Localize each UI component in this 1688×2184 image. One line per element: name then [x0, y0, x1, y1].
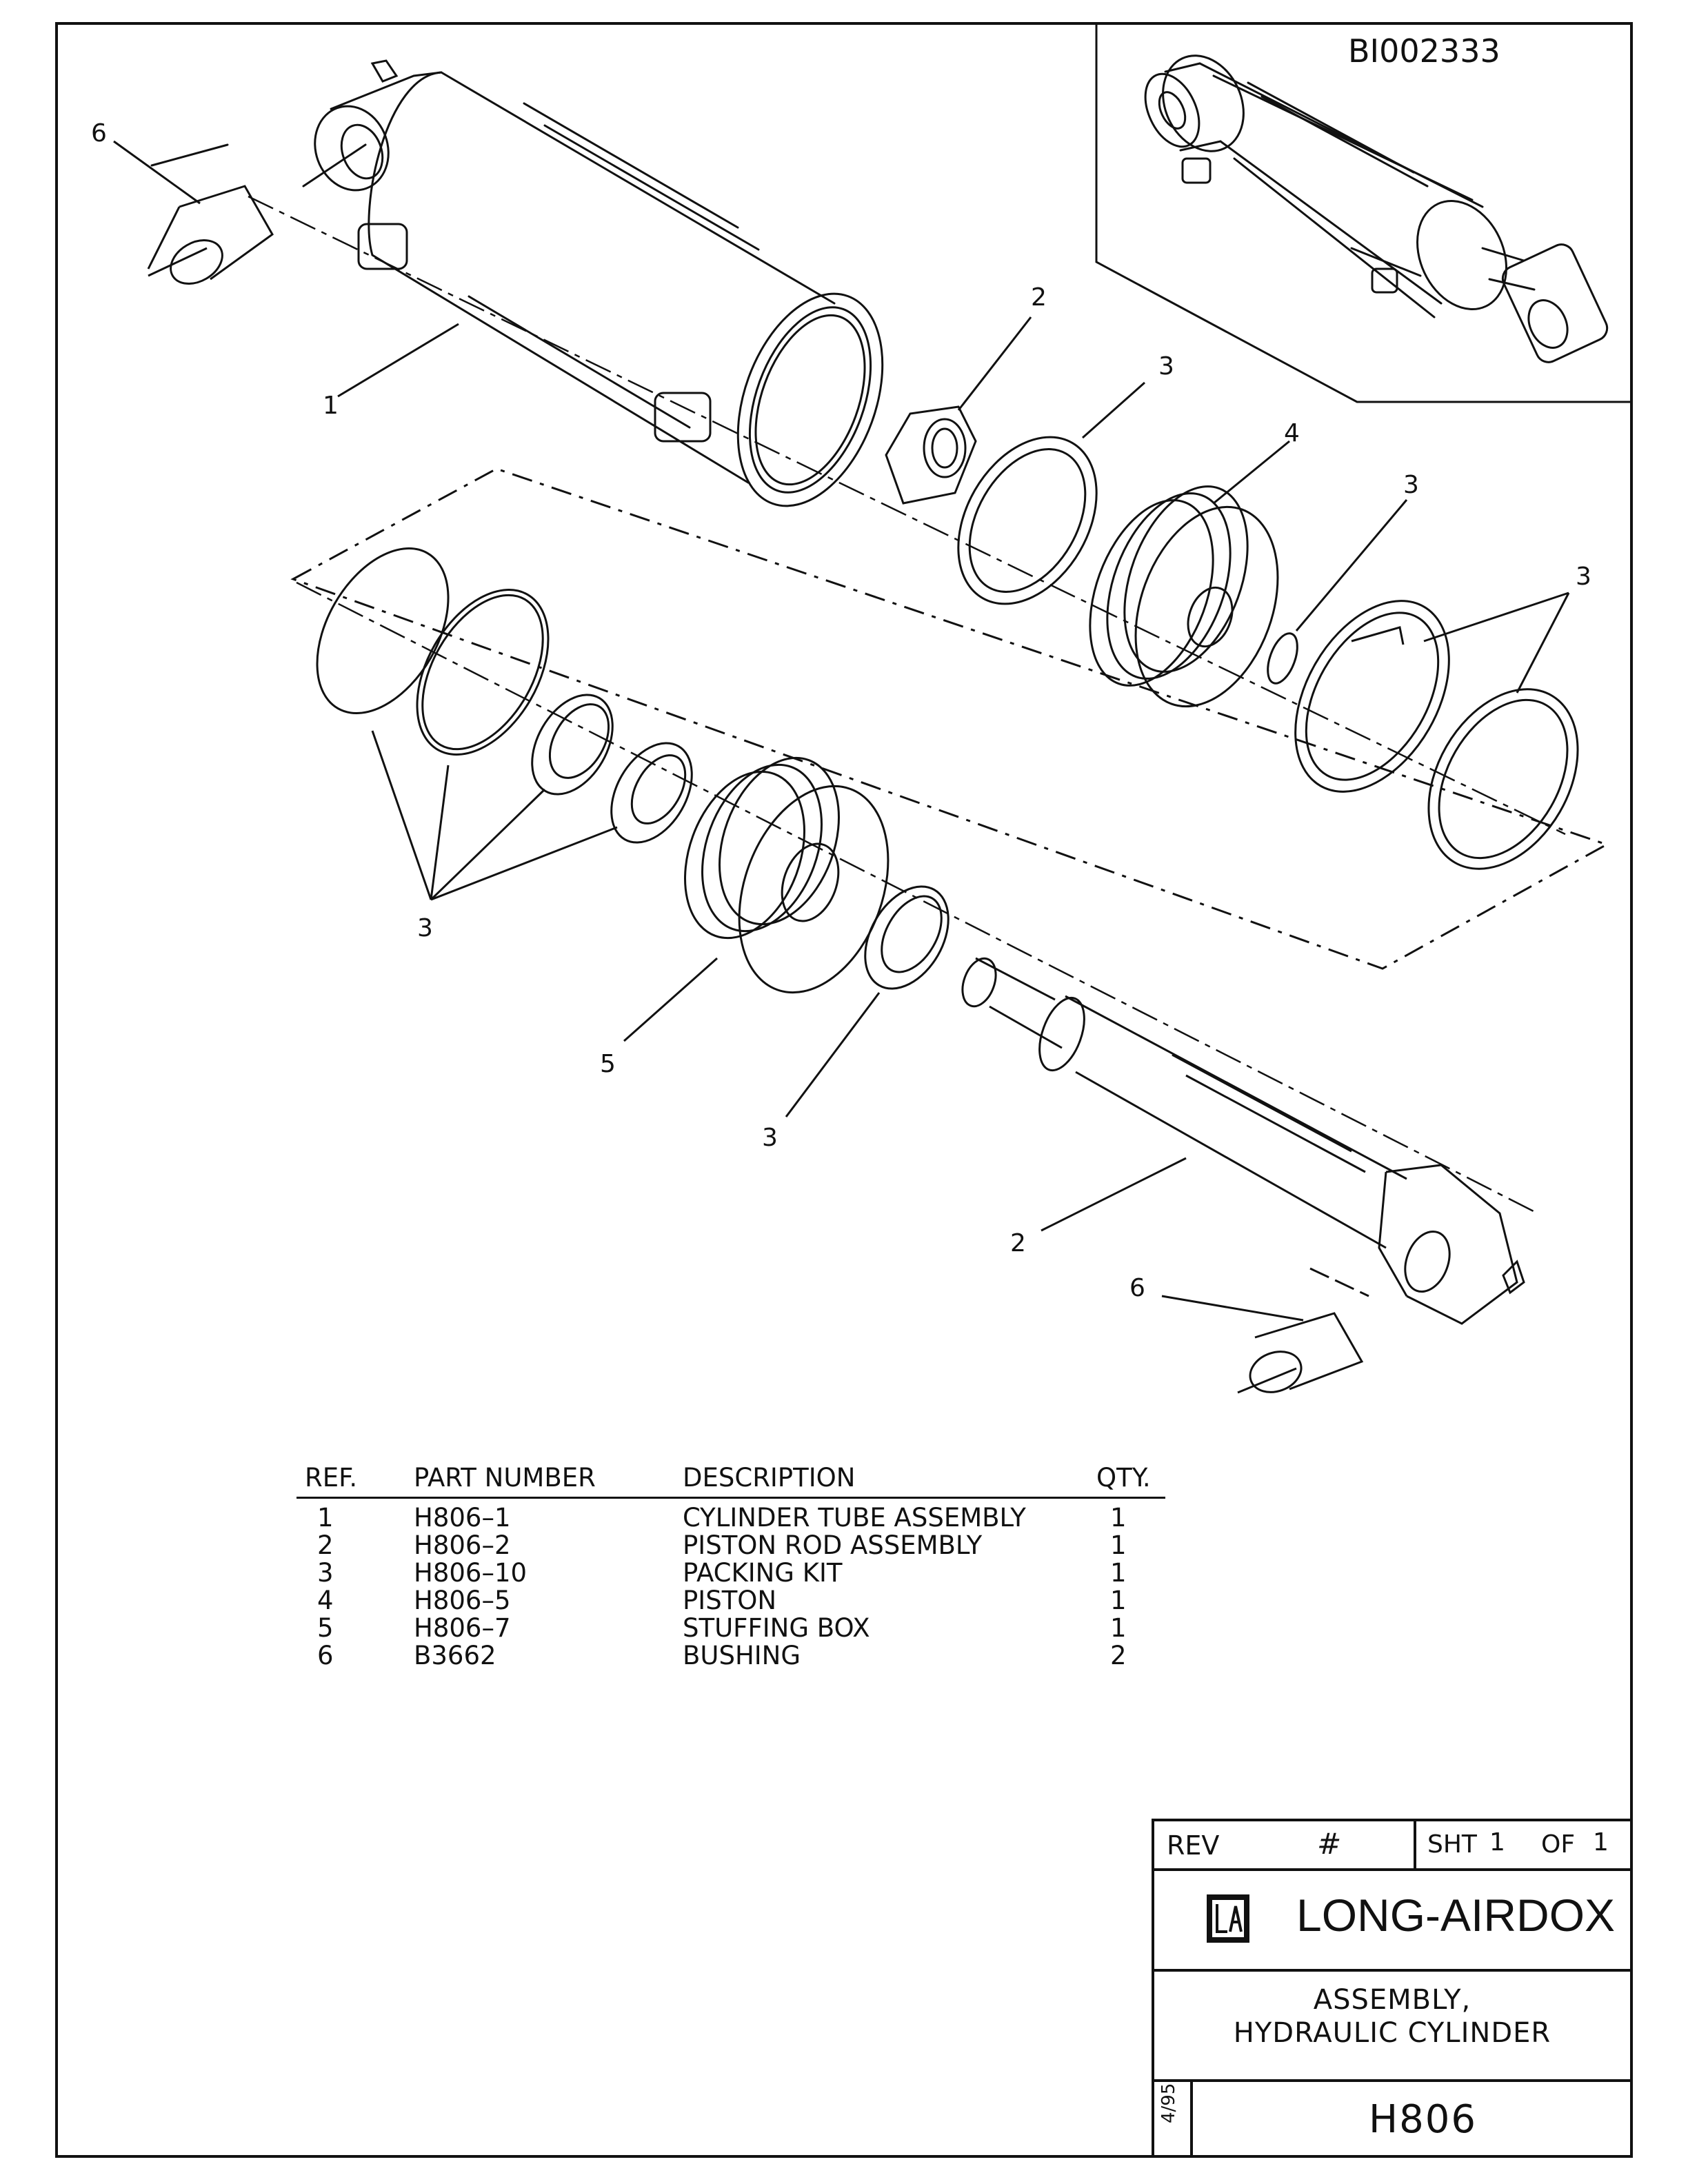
callout-1: 1 [323, 392, 339, 420]
row-qty: 2 [1110, 1641, 1127, 1670]
header-qty: QTY. [1096, 1463, 1151, 1493]
title-block [1152, 1819, 1633, 2158]
drawing-id: BI002333 [1348, 32, 1500, 70]
centerlines [248, 195, 1566, 1215]
piston-illustration [1089, 485, 1279, 708]
sheet-number: 1 [1489, 1828, 1505, 1857]
row-part-number: H806–10 [414, 1558, 528, 1588]
row-description: STUFFING BOX [683, 1613, 870, 1643]
row-ref: 4 [317, 1586, 334, 1615]
callout-6-bottom: 6 [1129, 1274, 1146, 1302]
seal-disk-illustration [316, 547, 450, 714]
company-logo [1207, 1894, 1249, 1943]
row-description: PACKING KIT [683, 1558, 843, 1588]
row-ref: 6 [317, 1641, 334, 1670]
row-description: BUSHING [683, 1641, 801, 1670]
row-part-number: H806–5 [414, 1586, 511, 1615]
rev-value: # [1317, 1827, 1342, 1861]
nut-illustration [885, 405, 977, 505]
row-qty: 1 [1110, 1586, 1127, 1615]
callout-3-upper: 3 [1158, 352, 1175, 381]
drawing-number: H806 [1369, 2097, 1477, 2142]
table-row: 5 H806–7 STUFFING BOX 1 [297, 1615, 1165, 1642]
of-label: OF [1541, 1830, 1576, 1859]
bushing-bottom-illustration [1237, 1312, 1364, 1394]
leader-6-top [113, 140, 201, 205]
row-part-number: B3662 [414, 1641, 496, 1670]
leader-3-upper [1082, 381, 1145, 439]
leader-2-top [957, 316, 1032, 411]
table-row: 1 H806–1 CYLINDER TUBE ASSEMBLY 1 [297, 1504, 1165, 1532]
callout-2-top: 2 [1031, 283, 1047, 312]
callout-4: 4 [1284, 419, 1300, 447]
leader-3-left [371, 730, 618, 901]
o-ring-large-illustration [416, 589, 550, 756]
parts-list: REF. PART NUMBER DESCRIPTION QTY. 1 H806… [297, 1463, 1165, 1670]
sheet-label: SHT [1427, 1830, 1477, 1859]
rev-label: REV [1167, 1830, 1220, 1861]
row-ref: 2 [317, 1530, 334, 1560]
callout-6-top: 6 [91, 119, 108, 148]
o-ring-small-illustration [1267, 632, 1298, 685]
row-part-number: H806–7 [414, 1613, 511, 1643]
assembled-cylinder-illustration [1144, 54, 1609, 363]
table-row: 2 H806–2 PISTON ROD ASSEMBLY 1 [297, 1532, 1165, 1559]
revision-date: 4/95 [1158, 2083, 1179, 2123]
bushing-top-illustration [147, 185, 274, 285]
row-ref: 3 [317, 1558, 334, 1588]
row-qty: 1 [1110, 1558, 1127, 1588]
leader-5 [623, 957, 718, 1042]
sheet-total: 1 [1593, 1828, 1609, 1857]
rod-seal-illustration [610, 742, 693, 844]
row-description: PISTON ROD ASSEMBLY [683, 1530, 983, 1560]
backup-ring-illustration [1427, 688, 1579, 870]
exploded-group-boundary [290, 467, 1609, 970]
stuffing-box-illustration [684, 756, 890, 994]
table-row: 6 B3662 BUSHING 2 [297, 1642, 1165, 1670]
callout-5: 5 [600, 1050, 616, 1078]
callout-2-bottom: 2 [1010, 1229, 1027, 1257]
row-description: PISTON [683, 1586, 777, 1615]
row-qty: 1 [1110, 1613, 1127, 1643]
table-row: 3 H806–10 PACKING KIT 1 [297, 1559, 1165, 1587]
row-qty: 1 [1110, 1530, 1127, 1560]
title-line-1: ASSEMBLY, [1313, 1984, 1471, 2016]
callout-3-left: 3 [417, 914, 434, 942]
wiper-seal-illustration [531, 694, 614, 796]
sheet-border [55, 22, 1633, 2158]
rod-wiper-illustration [864, 885, 950, 990]
header-part-number: PART NUMBER [414, 1463, 596, 1493]
row-ref: 5 [317, 1613, 334, 1643]
leader-2-bottom [1041, 1157, 1187, 1232]
leader-3-small [1295, 499, 1408, 631]
row-ref: 1 [317, 1503, 334, 1533]
cylinder-tube-illustration [150, 59, 884, 507]
callout-3-right: 3 [1576, 563, 1592, 591]
assembled-view-inset [1095, 23, 1631, 403]
row-part-number: H806–2 [414, 1530, 511, 1560]
leader-3-bottom [785, 992, 881, 1118]
leader-6-bottom [1161, 1295, 1304, 1322]
title-line-2: HYDRAULIC CYLINDER [1233, 2017, 1551, 2049]
header-ref: REF. [305, 1463, 358, 1493]
parts-list-header: REF. PART NUMBER DESCRIPTION QTY. [297, 1463, 1165, 1499]
leader-4 [1213, 440, 1290, 505]
split-ring-illustration [1294, 600, 1450, 793]
leader-1 [337, 323, 459, 398]
callout-3-bottom: 3 [762, 1124, 778, 1152]
callout-3-small: 3 [1403, 471, 1420, 499]
ring-upper-illustration [957, 436, 1098, 605]
leader-3-right [1423, 592, 1570, 694]
row-part-number: H806–1 [414, 1503, 511, 1533]
row-description: CYLINDER TUBE ASSEMBLY [683, 1503, 1026, 1533]
table-row: 4 H806–5 PISTON 1 [297, 1587, 1165, 1615]
company-name: LONG-AIRDOX [1296, 1890, 1616, 1941]
header-description: DESCRIPTION [683, 1463, 856, 1493]
piston-rod-illustration [961, 957, 1525, 1325]
row-qty: 1 [1110, 1503, 1127, 1533]
